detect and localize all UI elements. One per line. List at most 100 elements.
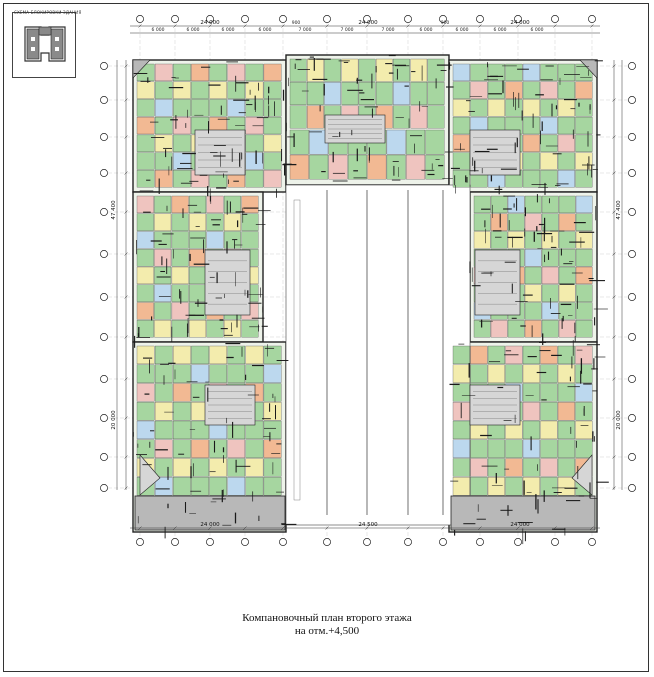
room-left-middle — [171, 213, 189, 231]
dim-tick — [124, 455, 128, 459]
room-center-upper — [341, 82, 359, 105]
room-left-lower — [263, 364, 282, 383]
room-right-upper — [557, 99, 575, 117]
axis-bubble-right — [628, 375, 636, 383]
room-left-middle — [241, 195, 259, 214]
room-right-lower — [452, 420, 470, 440]
room-left-middle — [171, 266, 189, 285]
room-left-lower — [209, 439, 227, 458]
dim-tick — [365, 24, 369, 28]
dim-tick — [208, 24, 212, 28]
room-left-middle — [136, 231, 154, 249]
room-right-upper — [522, 63, 540, 82]
axis-bubble-bottom — [476, 538, 484, 546]
axis-bubble-left — [100, 453, 108, 461]
axis-bubble-right — [628, 62, 636, 70]
dim-tick — [124, 135, 128, 139]
room-left-middle — [154, 320, 172, 338]
room-left-lower — [191, 364, 209, 383]
room-right-lower — [505, 364, 523, 383]
dim-tick — [516, 24, 520, 28]
room-right-upper — [540, 152, 558, 170]
room-left-lower — [173, 420, 191, 440]
dim-value-right: 20 000 — [616, 410, 622, 430]
room-left-lower — [136, 364, 155, 383]
dim-tick — [138, 526, 142, 530]
axis-bubble-bottom — [439, 538, 447, 546]
room-center-upper — [410, 105, 428, 129]
dim-tick — [325, 526, 329, 530]
room-right-lower — [557, 439, 575, 458]
axis-bubble-left — [100, 484, 108, 492]
room-left-upper — [227, 63, 246, 82]
room-left-lower — [245, 439, 264, 458]
room-right-middle — [558, 266, 576, 285]
axis-bubble-left — [100, 208, 108, 216]
room-right-upper — [505, 99, 523, 117]
room-right-upper — [540, 63, 558, 82]
room-left-lower — [263, 402, 282, 421]
room-right-middle — [490, 231, 508, 249]
room-right-lower — [505, 458, 523, 477]
room-right-lower — [522, 402, 540, 421]
room-left-upper — [209, 81, 227, 99]
room-left-lower — [173, 345, 191, 365]
room-left-lower — [263, 420, 282, 440]
dim-tick — [243, 526, 247, 530]
room-right-middle — [507, 231, 525, 249]
drawing-caption: Компановочный план второго этажа на отм.… — [0, 612, 654, 638]
dim-value-left: 20 000 — [111, 410, 117, 430]
axis-bubbles — [100, 15, 636, 546]
room-right-middle — [558, 231, 576, 249]
dim-tick — [173, 526, 177, 530]
dim-value-left: 47 400 — [111, 200, 117, 220]
room-right-lower — [452, 439, 470, 458]
dim-value-top-sub: 6 000 — [420, 27, 433, 33]
axis-bubble-left — [100, 62, 108, 70]
caption-line-1: Компановочный план второго этажа — [242, 612, 412, 624]
room-left-upper — [136, 116, 155, 135]
room-center-lower — [309, 154, 329, 180]
room-right-upper — [487, 81, 505, 99]
room-left-lower — [227, 364, 246, 383]
dim-tick — [612, 486, 616, 490]
axis-bubble-bottom — [171, 538, 179, 546]
room-center-upper — [375, 58, 393, 82]
room-right-middle — [558, 213, 576, 231]
axis-bubble-left — [100, 169, 108, 177]
axis-bubble-top — [551, 15, 559, 23]
axis-bubble-bottom — [241, 538, 249, 546]
room-left-lower — [191, 477, 209, 496]
room-left-middle — [189, 320, 207, 338]
courtyard — [285, 184, 471, 526]
dim-tick — [124, 377, 128, 381]
room-left-middle — [154, 266, 172, 285]
room-right-middle — [524, 284, 542, 302]
room-right-middle — [575, 302, 593, 320]
room-right-lower — [505, 439, 523, 458]
room-left-lower — [154, 420, 173, 440]
room-left-upper — [191, 81, 209, 99]
corner-bay — [579, 59, 598, 79]
room-left-lower — [191, 439, 209, 458]
dim-tick — [612, 455, 616, 459]
room-right-upper — [557, 116, 575, 135]
room-right-upper — [522, 170, 540, 188]
dim-tick — [516, 526, 520, 530]
room-center-upper — [358, 58, 376, 82]
room-right-middle — [575, 284, 593, 302]
room-right-middle — [524, 249, 542, 267]
dim-tick — [441, 526, 445, 530]
room-left-middle — [206, 231, 224, 249]
room-left-lower — [173, 477, 191, 496]
axis-bubble-left — [100, 133, 108, 141]
room-right-lower — [522, 364, 540, 383]
room-right-upper — [575, 116, 593, 135]
room-right-lower — [470, 364, 488, 383]
room-right-upper — [452, 99, 470, 117]
room-right-middle — [507, 195, 525, 214]
room-right-middle — [575, 249, 593, 267]
room-left-lower — [263, 345, 282, 365]
room-left-upper — [263, 99, 282, 117]
